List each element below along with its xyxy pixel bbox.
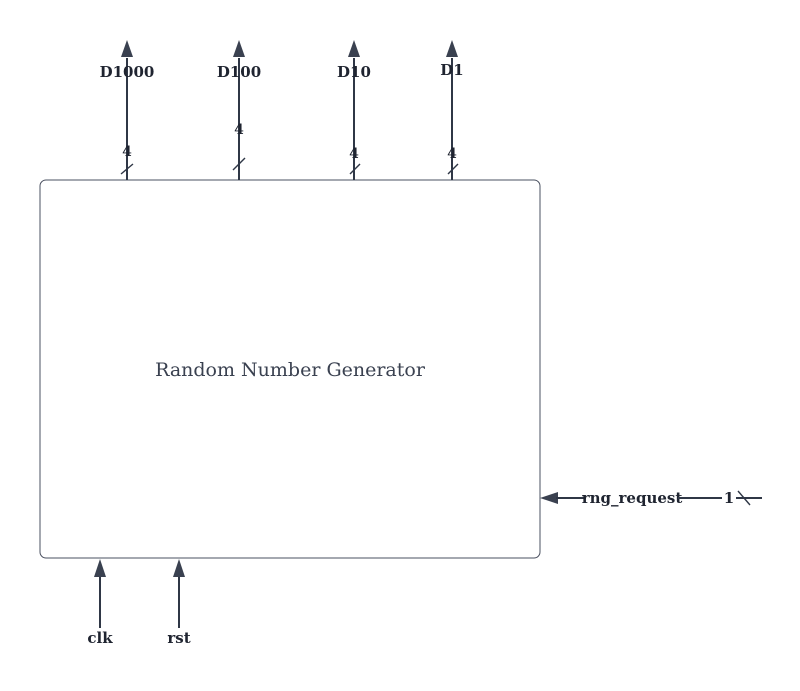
- arrow-left-icon: [540, 492, 558, 504]
- output-d1000[interactable]: D1000 4: [100, 40, 155, 180]
- bus-slash-icon: [232, 157, 246, 171]
- input-rng-request-label: rng_request: [582, 489, 683, 507]
- output-d1[interactable]: D1 4: [440, 40, 464, 180]
- input-rst[interactable]: rst: [167, 559, 191, 647]
- output-d1000-label: D1000: [100, 63, 155, 81]
- output-d1000-width: 4: [122, 144, 132, 160]
- arrow-up-icon: [446, 40, 458, 57]
- arrow-up-icon: [173, 559, 185, 577]
- input-clk-label: clk: [87, 629, 113, 647]
- output-d10[interactable]: D10 4: [337, 40, 371, 180]
- bus-slash-icon: [349, 163, 361, 175]
- arrow-up-icon: [121, 40, 133, 57]
- output-d1-width: 4: [447, 146, 457, 162]
- rng-block[interactable]: [39, 179, 541, 559]
- bus-slash-icon: [737, 490, 751, 506]
- block-title: Random Number Generator: [155, 359, 426, 381]
- output-d1-label: D1: [440, 61, 463, 79]
- arrow-up-icon: [348, 40, 360, 57]
- bus-slash-icon: [120, 163, 134, 175]
- arrow-up-icon: [233, 40, 245, 57]
- output-d100[interactable]: D100 4: [217, 40, 261, 180]
- output-d100-label: D100: [217, 63, 261, 81]
- input-rst-label: rst: [167, 629, 190, 647]
- output-d10-width: 4: [349, 146, 359, 162]
- input-clk[interactable]: clk: [87, 559, 113, 647]
- input-rng-request-width: 1: [724, 489, 734, 507]
- output-d10-label: D10: [337, 63, 371, 81]
- output-d100-width: 4: [234, 122, 244, 138]
- arrow-up-icon: [94, 559, 106, 577]
- input-rng-request[interactable]: rng_request 1: [540, 489, 762, 507]
- bus-slash-icon: [447, 163, 459, 175]
